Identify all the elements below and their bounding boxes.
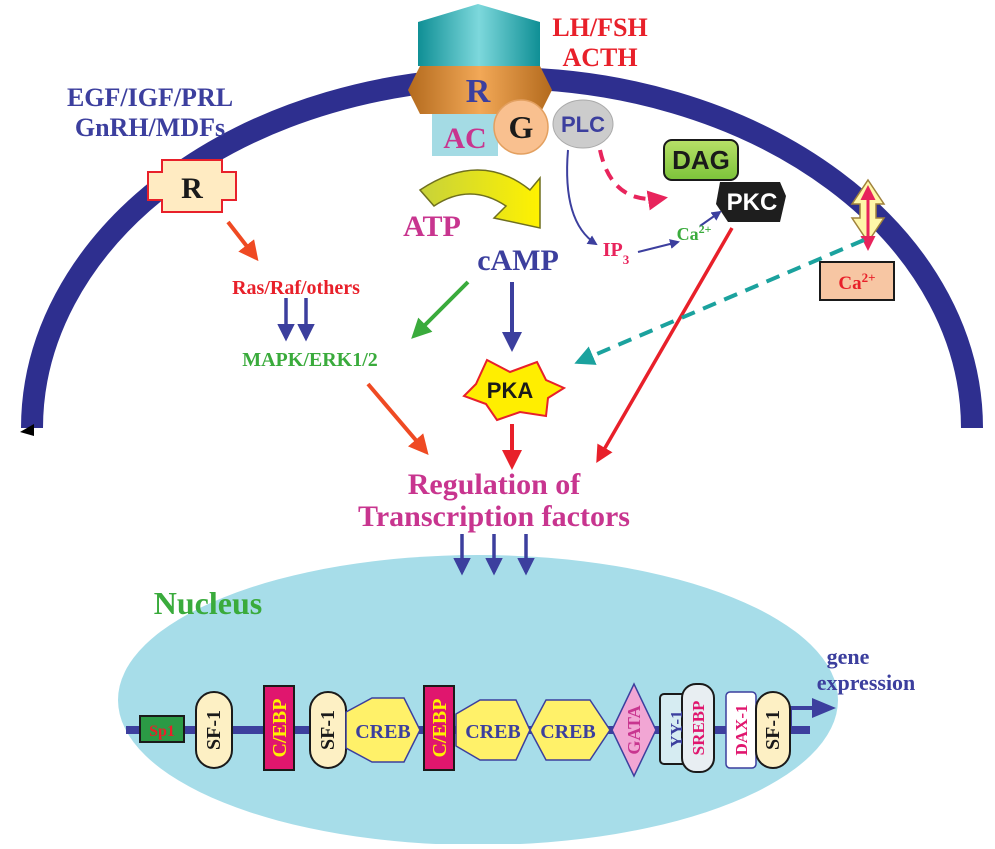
arrow-camp-to-mapk [411, 280, 470, 339]
receptor-complex-top [408, 4, 614, 156]
dag-label: DAG [672, 145, 730, 175]
g-label: G [509, 109, 534, 145]
factor-cebp-b-label: C/EBP [429, 699, 451, 758]
arrow-r-to-ras [226, 220, 259, 262]
factor-dax1-label: DAX-1 [732, 705, 751, 756]
arrow-pkc-to-regulation [596, 227, 734, 464]
arrow-mapk-to-regulation [366, 382, 429, 456]
factor-creb-b-label: CREB [465, 721, 521, 743]
arrow-plc-to-dag [598, 149, 668, 211]
ac-box [432, 114, 498, 156]
ligand-label-top-2: ACTH [562, 43, 637, 72]
factor-creb-a-shape [345, 697, 421, 763]
factor-cebp-b-box [423, 685, 455, 771]
pkc-label: PKC [727, 189, 778, 216]
factor-creb-c-shape [529, 699, 611, 761]
gene-expression-label-1: gene [827, 644, 870, 669]
ligand-label-left-1: EGF/IGF/PRL [67, 83, 233, 112]
nucleus-ellipse [118, 555, 838, 845]
receptor-top-label: R [466, 73, 491, 110]
factor-sf1-c-label: SF-1 [762, 710, 784, 750]
receptor-left-label: R [181, 172, 203, 205]
regulation-label-2: Transcription factors [358, 500, 630, 533]
nucleus-label: Nucleus [154, 585, 262, 621]
arrow-ca-to-pka [574, 238, 865, 365]
plc-shape [552, 99, 614, 149]
ca-internal-label: Ca2+ [677, 222, 712, 244]
mapk-label: MAPK/ERK1/2 [242, 349, 378, 371]
pka-star [462, 358, 567, 422]
ligand-label-left-2: GnRH/MDFs [75, 113, 225, 142]
ca-channel-label: Ca2+ [838, 270, 875, 295]
factor-gata-label: GATA [624, 705, 644, 754]
arrow-ip3-to-ca [637, 239, 680, 253]
ac-label: AC [443, 122, 486, 155]
pkc-box [716, 182, 786, 222]
receptor-left-shape [147, 159, 237, 213]
factor-yy1-label: YY-1 [667, 710, 686, 747]
plc-label: PLC [561, 112, 605, 137]
factor-sf1-a-label: SF-1 [203, 710, 225, 750]
membrane-end-marker [20, 424, 34, 436]
factor-srebp-box [681, 683, 715, 773]
factor-srebp-label: SREBP [689, 701, 708, 756]
g-protein-circle [493, 99, 549, 155]
factor-sf1-b-label: SF-1 [317, 710, 339, 750]
dag-box [663, 139, 739, 181]
factor-sf1-a-box [195, 691, 233, 769]
arrow-ca-to-pkc [699, 210, 722, 227]
factor-cebp-a-box [263, 685, 295, 771]
factor-sf1-c-box [755, 691, 791, 769]
ligand-label-top-1: LH/FSH [552, 13, 647, 42]
ligand-cap [418, 4, 540, 66]
factor-creb-c-label: CREB [540, 721, 596, 743]
calcium-extracellular-box [819, 261, 895, 301]
gene-expression-label-2: expression [817, 670, 916, 695]
pka-label: PKA [487, 378, 534, 403]
factor-cebp-a-label: C/EBP [269, 699, 291, 758]
factor-gata-shape [611, 682, 657, 778]
camp-label: cAMP [477, 244, 559, 277]
factor-creb-a-label: CREB [355, 721, 411, 743]
regulation-label-1: Regulation of [408, 468, 582, 501]
transcription-start-arrowhead [812, 698, 836, 718]
atp-camp-curved-arrow [418, 169, 541, 229]
ras-label: Ras/Raf/others [232, 277, 360, 299]
factor-sp1-label: Sp1 [149, 723, 175, 740]
factor-sp1-box [139, 715, 185, 743]
arrow-plc-to-ip3 [566, 149, 598, 246]
ip3-label: IP3 [603, 239, 630, 267]
factor-creb-b-shape [455, 699, 531, 761]
atp-label: ATP [403, 210, 461, 243]
